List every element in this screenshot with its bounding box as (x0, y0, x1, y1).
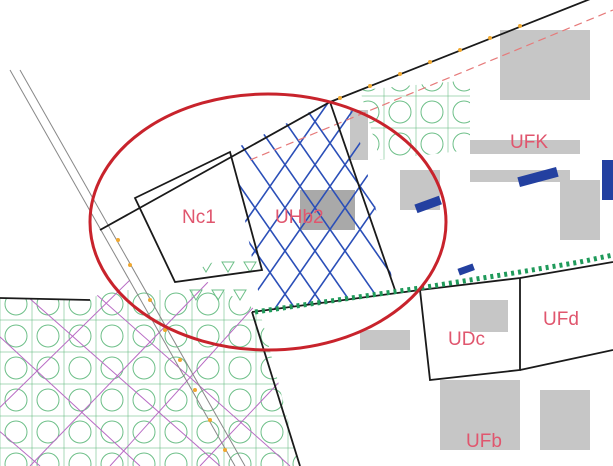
green-dotted-boundary (254, 252, 613, 315)
zone-label-ufd: UFd (543, 309, 579, 330)
blue-markers (414, 160, 613, 276)
zone-label-ufk: UFK (510, 132, 548, 153)
zone-label-udc: UDc (448, 329, 485, 350)
orange-markers (116, 24, 522, 452)
highlight-circle (88, 92, 448, 352)
zone-labels: Nc1 UHb2 UFK UDc UFd UFb (182, 132, 579, 452)
buildings (300, 30, 600, 450)
red-dashed-line (249, 9, 613, 161)
railway (9, 69, 246, 466)
zone-label-uhb2: UHb2 (275, 207, 324, 228)
zone-label-nc1: Nc1 (182, 207, 216, 228)
zone-label-ufb: UFb (466, 431, 502, 452)
